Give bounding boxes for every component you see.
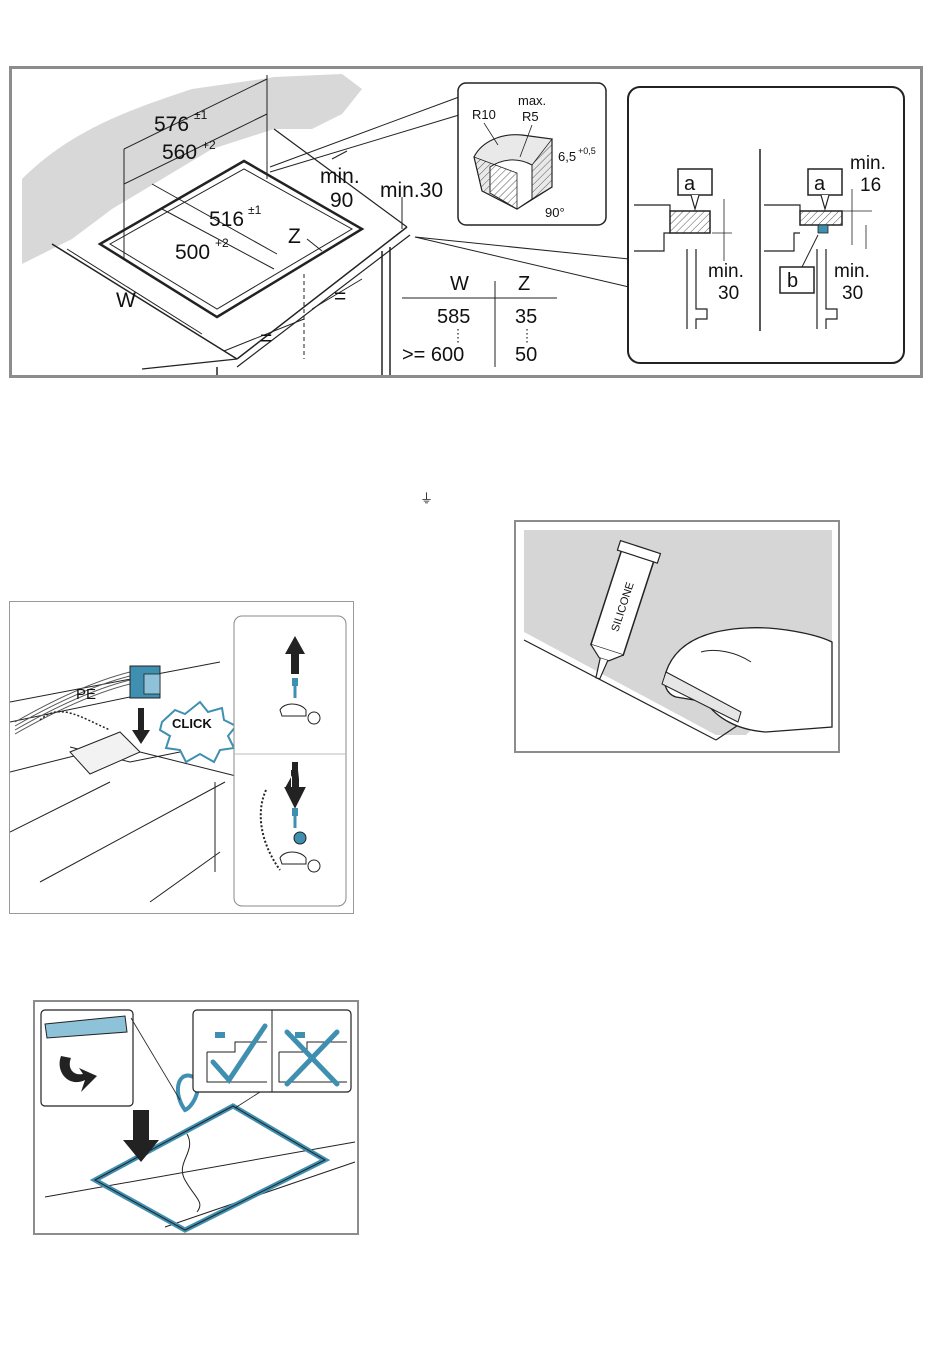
equal-spacing-left: = xyxy=(260,327,272,350)
wiring-connection-figure: PE CLICK xyxy=(9,601,354,914)
table-cell-w-600: >= 600 xyxy=(402,344,464,366)
min-90-label-a: min. xyxy=(320,165,360,188)
arrow-down-icon xyxy=(123,1110,159,1162)
min-90-label-b: 90 xyxy=(330,189,353,212)
seal-strip-marker xyxy=(818,225,828,233)
detail-left-label-a: a xyxy=(684,173,696,195)
table-cell-z-35: 35 xyxy=(515,306,537,328)
dim-576-tolerance: ±1 xyxy=(194,108,208,122)
dimension-w-label: W xyxy=(116,289,136,312)
corner-max-label: max. xyxy=(518,93,546,108)
pe-label: PE xyxy=(76,686,96,703)
earth-ground-icon: ⏚ xyxy=(420,492,433,505)
detail-left-min-value: 30 xyxy=(718,283,739,304)
corner-r10-label: R10 xyxy=(472,107,496,122)
detail-right-label-a: a xyxy=(814,173,826,195)
silicone-sealing-figure: SILICONE xyxy=(514,520,840,753)
equal-spacing-right: = xyxy=(334,285,346,308)
corner-depth-label: 6,5 xyxy=(558,149,576,164)
table-header-w: W xyxy=(450,273,469,295)
cutout-drawing: 576 ±1 560 +2 516 ±1 500 +2 min. 90 min.… xyxy=(12,69,920,375)
corner-depth-tolerance: +0,5 xyxy=(578,146,596,156)
dim-500-tolerance: +2 xyxy=(215,236,229,250)
seal-drawing xyxy=(35,1002,357,1233)
wiring-drawing: PE CLICK xyxy=(10,602,353,913)
detail-right-top-min-value: 16 xyxy=(860,175,881,196)
table-cell-w-585: 585 xyxy=(437,306,470,328)
corner-r5-label: R5 xyxy=(522,109,539,124)
cutout-dimensions-figure: 576 ±1 560 +2 516 ±1 500 +2 min. 90 min.… xyxy=(9,66,923,378)
seal-strip-figure xyxy=(33,1000,359,1235)
table-header-z: Z xyxy=(518,273,530,295)
dim-500-label: 500 xyxy=(175,241,210,264)
dim-560-label: 560 xyxy=(162,141,197,164)
corner-angle-label: 90° xyxy=(545,205,565,220)
click-burst xyxy=(160,702,236,762)
detail-label-b: b xyxy=(787,270,798,292)
silicone-drawing: SILICONE xyxy=(516,522,838,751)
dim-576-label: 576 xyxy=(154,113,189,136)
dim-516-label: 516 xyxy=(209,208,244,231)
dimension-z-label: Z xyxy=(288,225,301,248)
table-cell-z-50: 50 xyxy=(515,344,537,366)
min-30-top-label: min.30 xyxy=(380,179,443,202)
detail-left-min-label: min. xyxy=(708,261,744,282)
click-label: CLICK xyxy=(172,716,212,731)
dim-560-tolerance: +2 xyxy=(202,138,216,152)
dim-516-tolerance: ±1 xyxy=(248,203,262,217)
detail-right-top-min-label: min. xyxy=(850,153,886,174)
detail-right-bottom-min-value: 30 xyxy=(842,283,863,304)
detail-right-bottom-min-label: min. xyxy=(834,261,870,282)
ring-terminal-icon xyxy=(294,832,306,844)
